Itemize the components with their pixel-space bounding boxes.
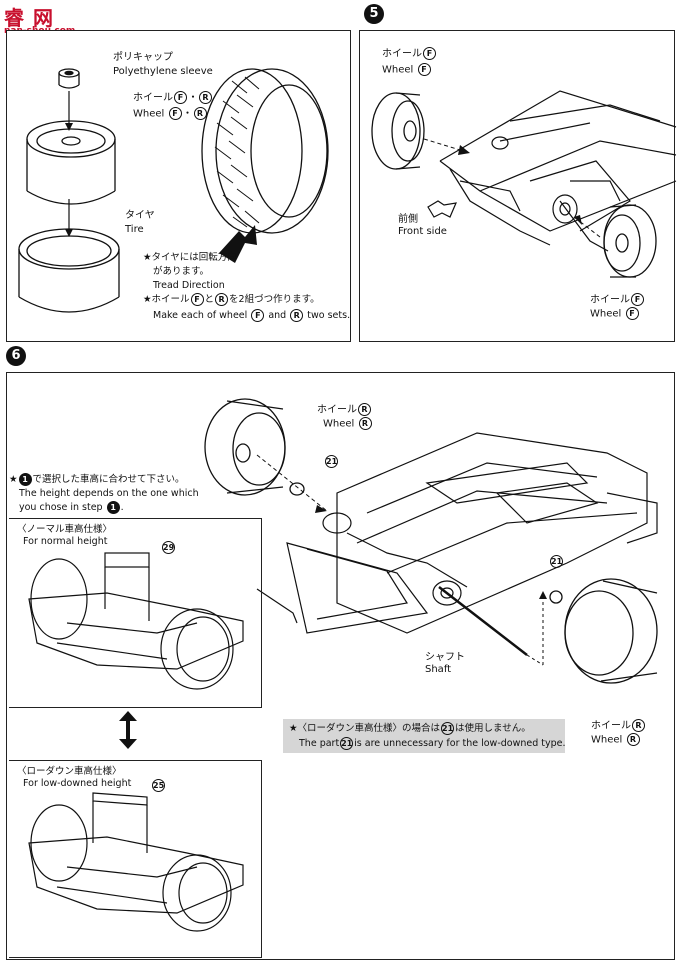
wheel-part (26, 120, 116, 205)
part-29-label: 29 (162, 541, 175, 554)
wheel-fr-label-en: Wheel F・R (133, 107, 208, 121)
tire-label-en: Tire (125, 224, 144, 235)
low-height-label-en: For low-downed height (23, 778, 132, 789)
rear-wheel-right (564, 578, 658, 684)
part-21-top-label: 21 (325, 455, 338, 468)
front-wheel-right (603, 204, 657, 278)
wheel-tire-illustration (18, 68, 329, 313)
tread-note-jp-2: があります。 (153, 266, 210, 277)
part-25-label: 25 (152, 779, 165, 792)
height-note-en-2: you chose in step 1. (19, 501, 124, 514)
front-wheel-mount-illustration (371, 90, 677, 278)
normal-height-label-en: For normal height (23, 536, 108, 547)
rear-front-wheel-label-en: Wheel F (590, 307, 640, 321)
tire-tread-drawing (201, 68, 329, 234)
tread-direction-arrow (219, 225, 257, 263)
front-direction-arrow (427, 200, 457, 218)
chassis-rear-drawing (286, 432, 658, 634)
poly-cap-label-jp: ポリキャップ (113, 52, 173, 63)
poly-cap-part (58, 68, 80, 89)
rear-assembly-illustration (28, 398, 658, 932)
tread-note-jp: ★タイヤには回転方向 (143, 252, 237, 263)
front-side-label-jp: 前側 (398, 214, 418, 225)
normal-height-label-jp: 〈ノーマル車高仕様〉 (17, 524, 113, 535)
watermark-logo: 睿 网 (4, 6, 54, 30)
washer-21-right (549, 590, 563, 604)
height-note-en-1: The height depends on the one which (19, 488, 199, 499)
two-sets-note-en: Make each of wheel F and R two sets. (153, 309, 351, 322)
axle-shaft (438, 586, 528, 656)
height-choice-arrow (119, 711, 137, 749)
low-height-label-jp: 〈ローダウン車高仕様〉 (17, 766, 122, 777)
normal-height-inset (9, 518, 262, 708)
shaft-label-en: Shaft (425, 664, 452, 675)
rear-wheel-top-label-en: Wheel R (323, 417, 373, 431)
part-21-right-label: 21 (550, 555, 563, 568)
poly-cap-label-en: Polyethylene sleeve (113, 66, 213, 77)
front-wheel-left (371, 92, 425, 170)
step-number-6: 6 (6, 346, 26, 366)
front-wheel-label-en: Wheel F (382, 63, 432, 77)
tread-note-en: Tread Direction (153, 280, 225, 291)
tire-label-jp: タイヤ (125, 210, 155, 221)
shaft-label-jp: シャフト (425, 652, 465, 663)
tire-ring-part (18, 228, 120, 313)
low-height-inset (9, 760, 262, 958)
front-side-label-en: Front side (398, 226, 447, 237)
step-number-5: 5 (364, 4, 384, 24)
normal-height-inset-drawing (28, 552, 244, 690)
washer-21-top (289, 482, 305, 496)
chassis-front-drawing (439, 90, 677, 252)
rear-wheel-top (204, 398, 286, 496)
low-height-inset-drawing (28, 792, 244, 932)
rear-wheel-right-label-en: Wheel R (591, 733, 641, 747)
